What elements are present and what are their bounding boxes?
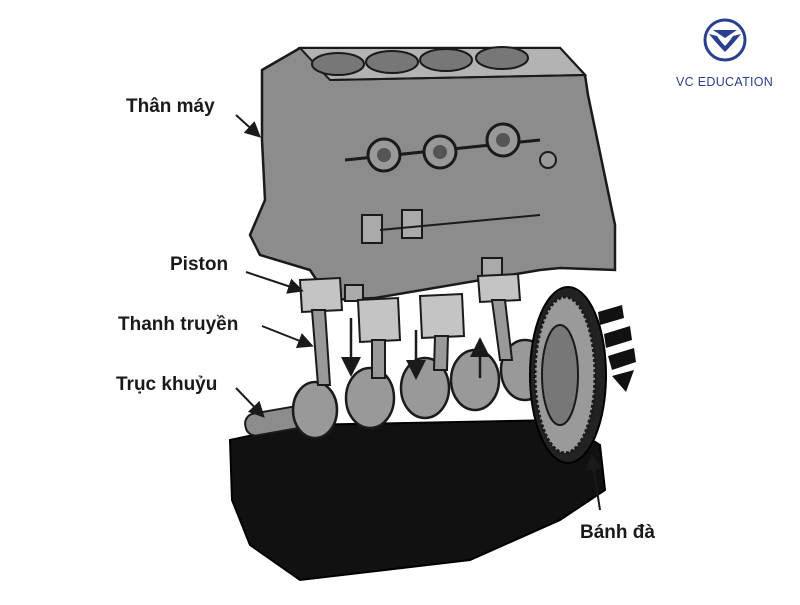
label-flywheel: Bánh đà [580,522,655,543]
pistons [298,272,522,344]
connecting-rods [310,299,514,386]
leader-lines [235,114,602,511]
label-engine-block: Thân máy [126,96,215,117]
engine-block [248,46,617,302]
rotation-arrows [598,305,636,392]
oil-pan [228,418,607,582]
motion-arrows [341,318,490,380]
brand-name: VC EDUCATION [676,75,774,89]
label-piston: Piston [170,254,229,275]
flywheel [529,286,607,464]
label-crankshaft: Trục khuỷu [116,374,218,395]
vc-wing-logo [703,18,747,62]
label-connecting-rod: Thanh truyền [118,314,239,335]
